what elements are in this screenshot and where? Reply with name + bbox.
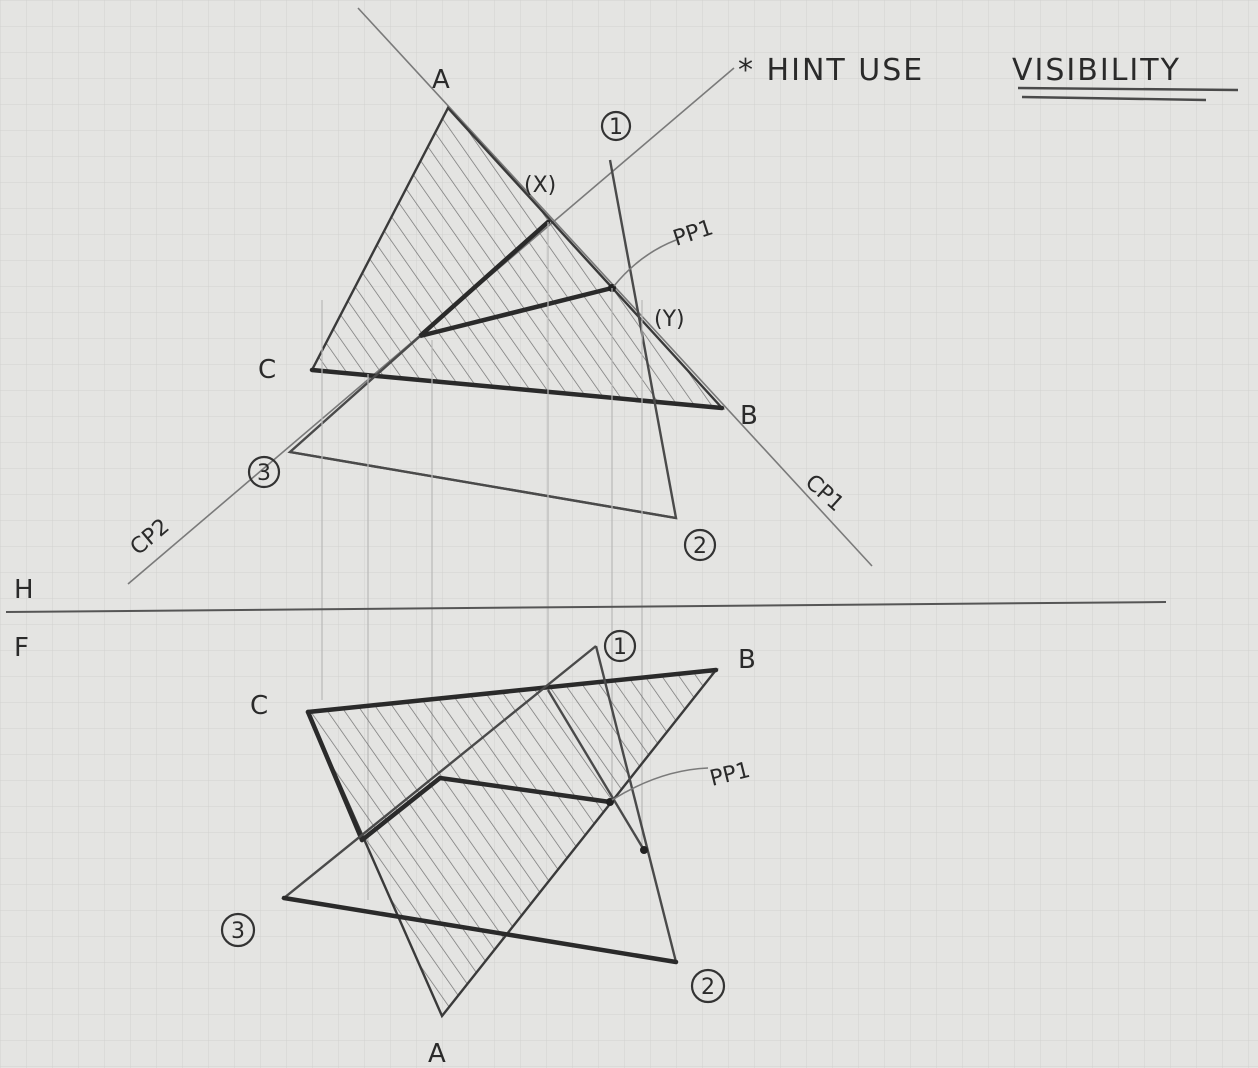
fold-label-h: H: [14, 575, 34, 605]
point-1-bottom-circle: [603, 629, 637, 663]
point-2-top: 2: [693, 534, 707, 559]
vertex-a-bottom: A: [428, 1039, 446, 1068]
point-2-bottom: 2: [701, 975, 715, 1000]
vertex-c-top: C: [258, 355, 276, 385]
point-3-top-circle: [247, 455, 281, 489]
fold-label-f: F: [14, 633, 29, 663]
pierce-leader-top: [613, 239, 677, 287]
edge-cb-bottom: [305, 667, 719, 715]
intersection-line-bottom: [359, 775, 613, 843]
vertex-c-bottom: C: [250, 691, 268, 721]
intersection-y-label: (Y): [654, 307, 685, 332]
edge-ca-bottom: [305, 709, 365, 843]
triangle-abc-bottom: [308, 670, 716, 1016]
point-2-top-circle: [683, 528, 717, 562]
edge-23-bottom: [281, 895, 679, 965]
point-2-bottom-circle: [690, 968, 726, 1004]
vertex-b-top: B: [740, 401, 758, 431]
hint-prefix: * HINT USE: [738, 53, 924, 88]
triangle-abc-top: [312, 108, 722, 408]
point-1-bottom: 1: [613, 635, 627, 660]
vertex-a-top: A: [432, 65, 450, 95]
point-1-top: 1: [609, 115, 623, 140]
point-3-bottom-circle: [220, 912, 256, 948]
point-3-top: 3: [257, 461, 271, 486]
hint-keyword: VISIBILITY: [1012, 53, 1181, 88]
fold-line: [5, 601, 1167, 613]
pierce-leader-bottom: [611, 767, 709, 801]
vertex-b-bottom: B: [738, 645, 756, 675]
edge-1-b-bottom: [546, 689, 646, 851]
point-3-bottom: 3: [231, 919, 245, 944]
intersection-x-label: (X): [524, 173, 556, 198]
pierce-point-bottom-2: [640, 846, 648, 854]
hint-underline: [1017, 86, 1239, 102]
point-1-top-circle: [600, 110, 632, 142]
